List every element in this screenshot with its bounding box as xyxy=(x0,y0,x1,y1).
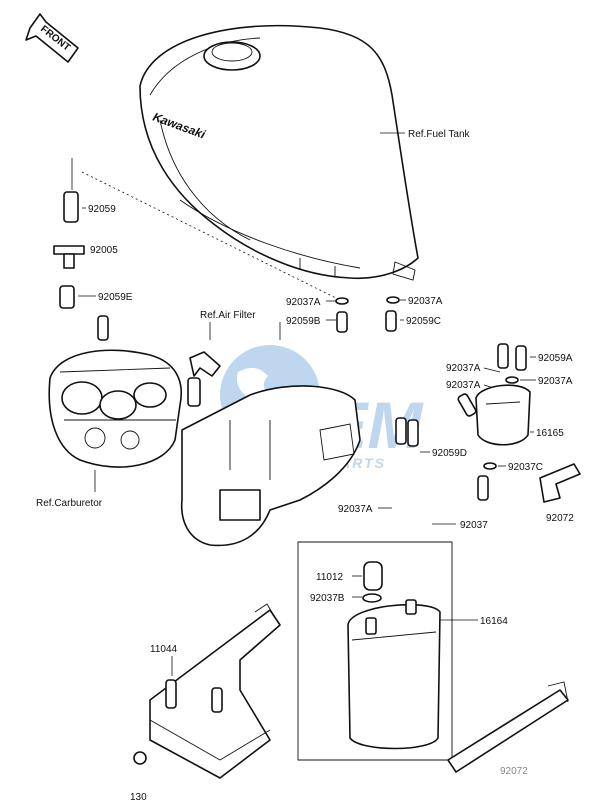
clamp-92037a-4 xyxy=(505,376,519,384)
small-hose xyxy=(97,315,109,341)
clamp-92037a-2 xyxy=(386,296,400,304)
filter-11012 xyxy=(363,561,383,591)
label-92037a-2: 92037A xyxy=(408,296,443,307)
strap-92072 xyxy=(447,681,569,773)
label-92072: 92072 xyxy=(546,513,574,524)
label-92037: 92037 xyxy=(460,520,488,531)
label-130: 130 xyxy=(130,792,147,803)
label-92037c: 92037C xyxy=(508,462,543,473)
hose-right-mid xyxy=(477,475,489,501)
label-92037a-1: 92037A xyxy=(286,297,321,308)
label-92059d: 92059D xyxy=(432,448,467,459)
canister-16164 xyxy=(347,599,441,750)
tank-brand-label: Kawasaki xyxy=(151,110,208,142)
label-92037a-3: 92037A xyxy=(446,363,481,374)
label-92072-b: 92072 xyxy=(500,766,528,777)
clamp-92037a-1 xyxy=(335,297,349,305)
canister-16165 xyxy=(457,384,531,446)
label-92037a-4: 92037A xyxy=(446,380,481,391)
bracket-92072 xyxy=(539,463,581,503)
label-ref-carburetor: Ref.Carburetor xyxy=(36,498,103,509)
fuel-cap xyxy=(203,41,261,71)
label-92037b: 92037B xyxy=(310,593,345,604)
fitting-92005 xyxy=(53,245,85,269)
label-ref-air-filter: Ref.Air Filter xyxy=(200,310,256,321)
air-filter-housing xyxy=(180,385,361,547)
label-92059a: 92059A xyxy=(538,353,573,364)
bracket-11044 xyxy=(149,603,281,779)
hose-92059c xyxy=(385,310,397,332)
hose-92059b xyxy=(336,311,348,333)
label-16164: 16164 xyxy=(480,616,508,627)
elbow-hose xyxy=(187,351,221,407)
label-92037a-5: 92037A xyxy=(538,376,573,387)
hose-92059a-2 xyxy=(515,345,527,371)
label-11044: 11044 xyxy=(150,644,178,655)
label-92037a-6: 92037A xyxy=(338,504,373,515)
hose-92059e xyxy=(59,285,75,309)
hose-92059d xyxy=(395,417,419,447)
label-92059e: 92059E xyxy=(98,292,133,303)
front-arrow-icon: FRONT xyxy=(25,13,79,63)
hose-92059a-1 xyxy=(497,343,509,369)
label-ref-fuel-tank: Ref.Fuel Tank xyxy=(408,129,471,140)
bolt-130 xyxy=(133,751,147,765)
hose-92059 xyxy=(63,158,79,223)
label-11012: 11012 xyxy=(316,572,344,583)
carburetor-assembly xyxy=(48,349,182,468)
label-16165: 16165 xyxy=(536,428,564,439)
clamp-92037c xyxy=(483,462,497,470)
fuel-tank: Kawasaki xyxy=(139,24,419,281)
label-92059b: 92059B xyxy=(286,316,321,327)
label-92059c: 92059C xyxy=(406,316,441,327)
label-92059-top: 92059 xyxy=(88,204,116,215)
clamp-92037b xyxy=(362,593,382,603)
label-92005: 92005 xyxy=(90,245,118,256)
